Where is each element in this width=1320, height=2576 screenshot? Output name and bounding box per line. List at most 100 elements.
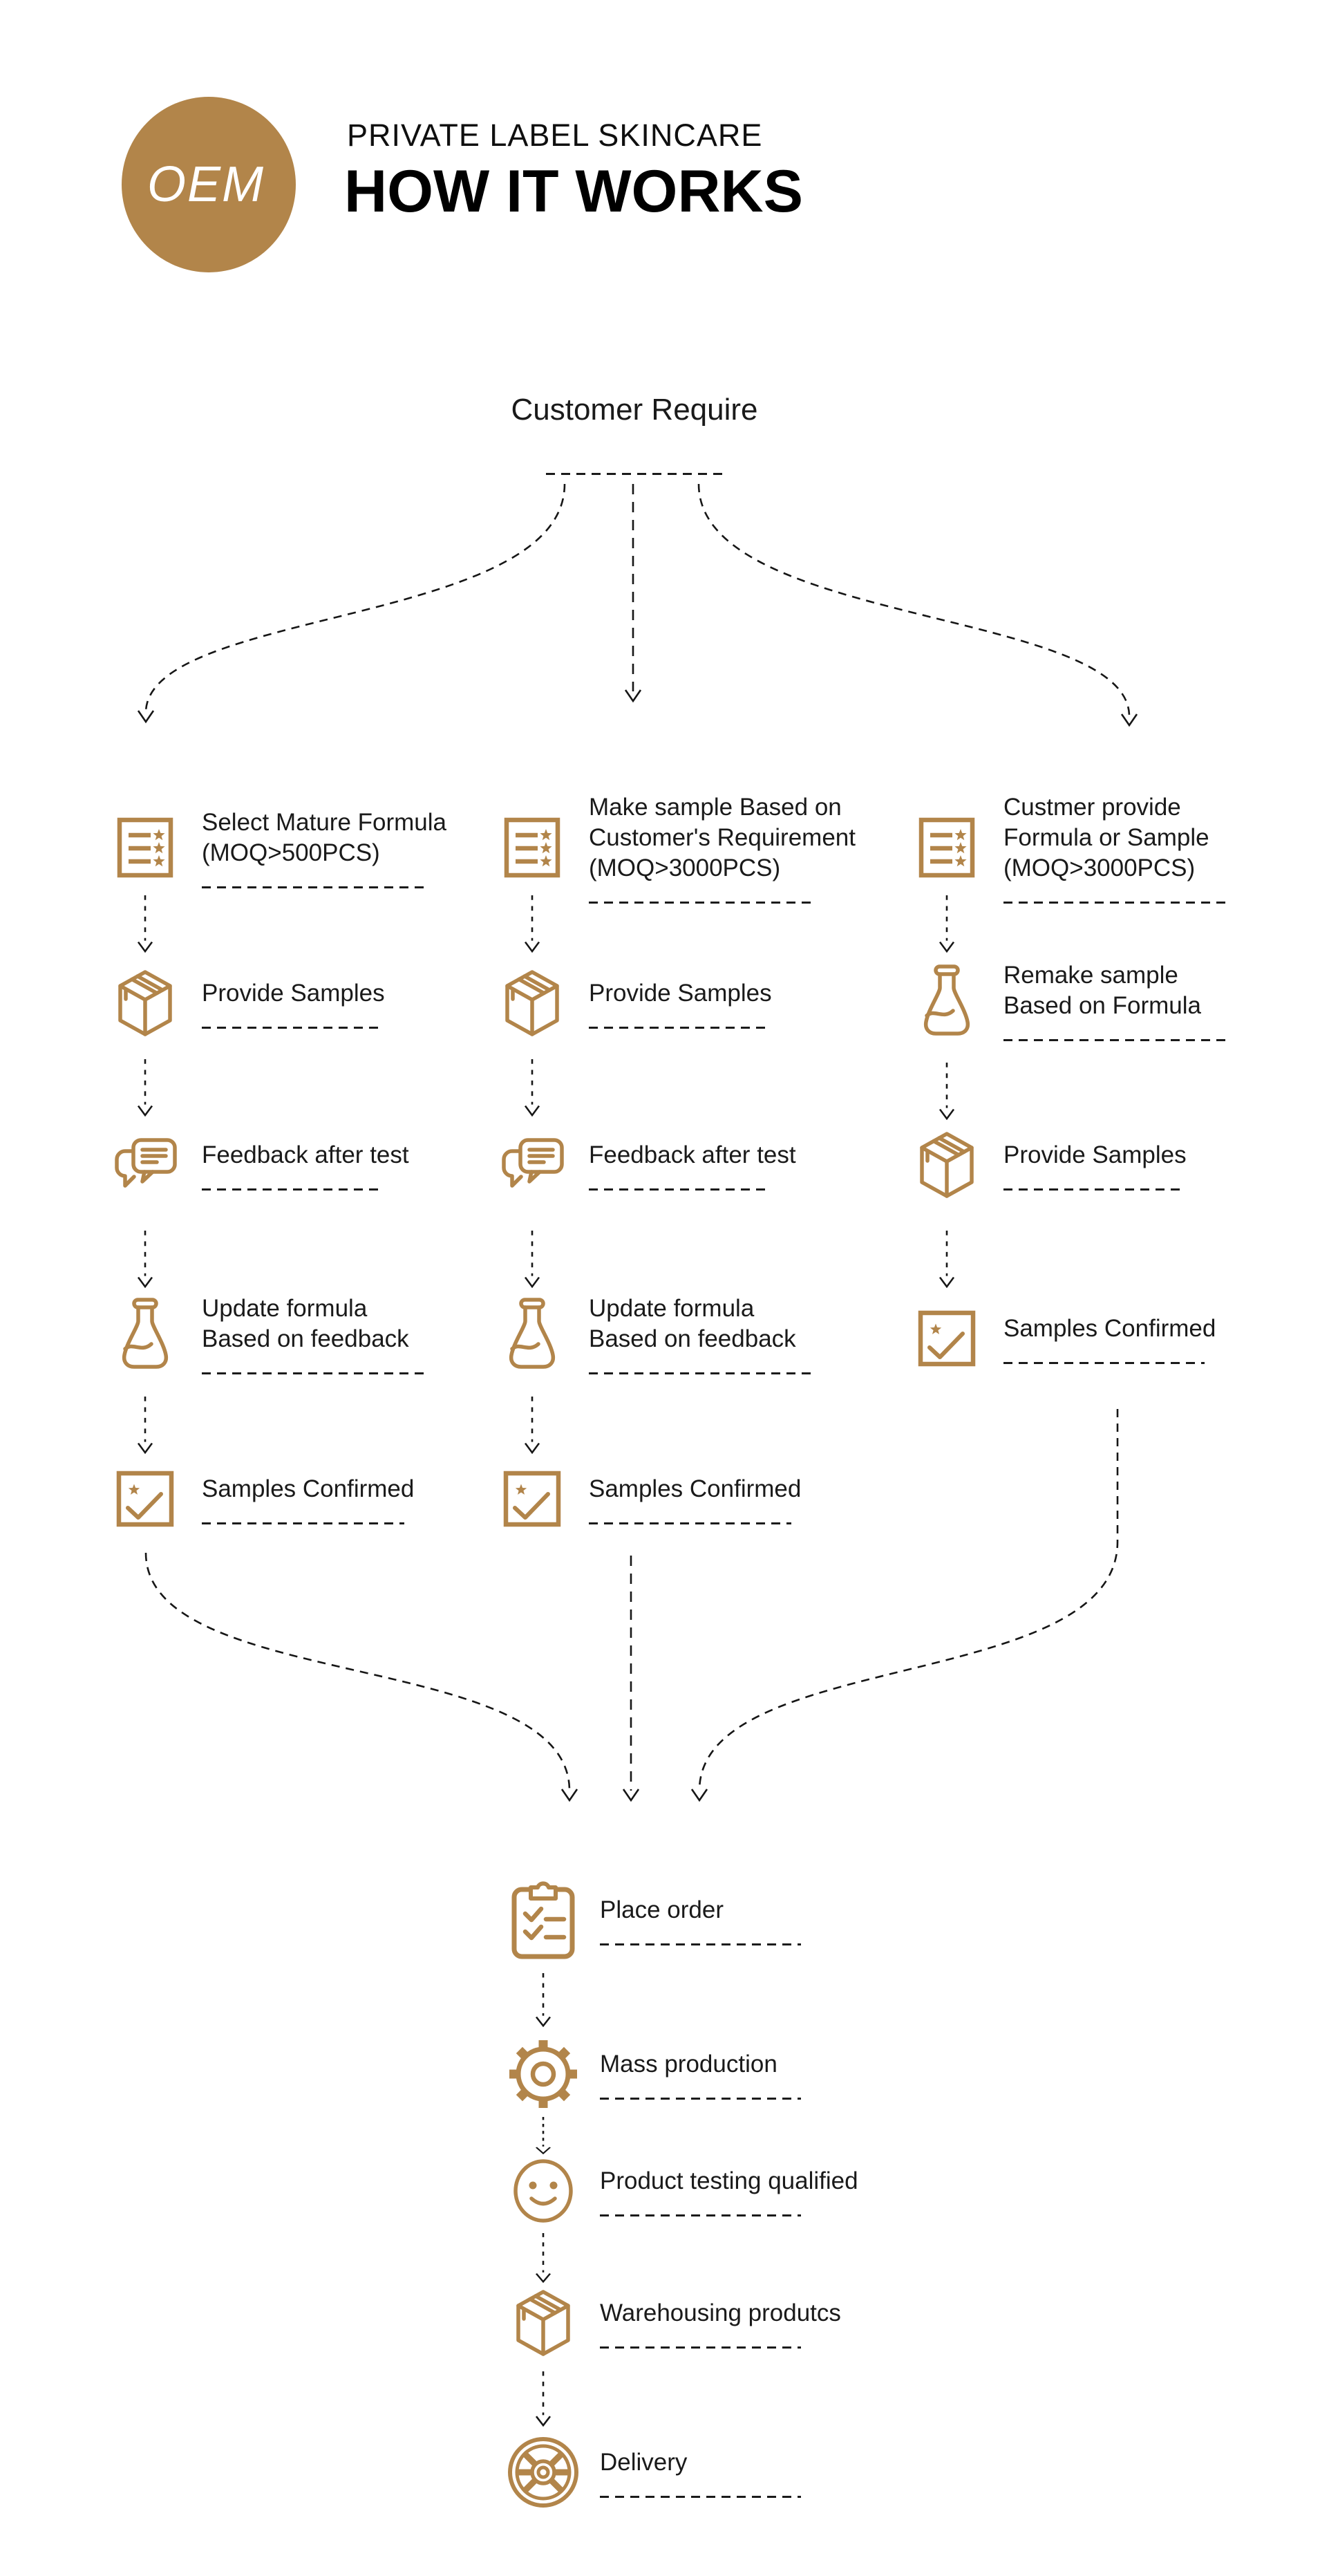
flow-step: Place order [502,1878,801,1961]
flow-step: Mass production [502,2037,801,2111]
dashed-underline [1003,901,1232,904]
step-label: Product testing qualified [600,2167,858,2194]
gear-icon [506,2037,581,2111]
dashed-arrow-down [938,1063,956,1120]
dashed-arrow-down [534,2233,552,2283]
dashed-underline [202,1522,404,1524]
chat-icon [497,1135,567,1195]
wheel-icon [507,2436,580,2509]
flask-icon [504,1297,560,1370]
dashed-arrow-down [938,1231,956,1288]
clipboard-icon [509,1878,577,1961]
dashed-underline [202,1188,381,1191]
dashed-underline [1003,1038,1227,1041]
dashed-arrow-down [523,1397,541,1454]
dashed-arrow-down [523,895,541,953]
dashed-underline [600,2214,801,2216]
step-label: Delivery [600,2448,688,2476]
dashed-underline [600,2495,801,2498]
step-label: Provide Samples [1003,1141,1187,1168]
flow-step: Feedback after test [104,1135,409,1195]
step-label: Warehousing produtcs [600,2299,841,2326]
dashed-underline [589,1188,769,1191]
flask-icon [117,1297,173,1370]
flow-step: Samples Confirmed [104,1468,414,1529]
flow-step: Samples Confirmed [905,1308,1216,1369]
dashed-arrow-down [136,895,154,953]
branch-left-curve [144,483,566,713]
flow-step: Feedback after test [491,1135,796,1195]
flow-step: Select Mature Formula(MOQ>500PCS) [104,809,446,888]
dashed-underline [589,1026,769,1029]
dashed-underline [202,886,430,888]
flow-step: Provide Samples [905,1130,1187,1200]
box-icon [502,968,563,1038]
dashed-underline [589,901,817,904]
step-label: Provide Samples [589,979,772,1007]
dashed-underline [589,1372,817,1374]
step-label: Place order [600,1896,724,1923]
oem-logo-badge: OEM [122,97,296,272]
converge-left-curve [144,1552,571,1791]
check-square-icon [115,1468,176,1529]
dashed-underline [589,1522,791,1524]
list-icon [502,817,563,878]
oem-logo-text: OEM [147,157,265,212]
flow-step: Product testing qualified [502,2158,858,2224]
dashed-arrow-down [136,1059,154,1117]
step-label: Select Mature Formula(MOQ>500PCS) [202,808,447,866]
dashed-arrow-down [523,1059,541,1117]
box-icon [115,968,176,1038]
dashed-arrow-down [938,895,956,953]
page-subtitle: PRIVATE LABEL SKINCARE [347,118,763,153]
dashed-arrow-down [534,1973,552,2027]
flow-step: Warehousing produtcs [502,2288,841,2358]
dashed-arrow-down [534,2371,552,2427]
chat-icon [110,1135,180,1195]
flow-step: Provide Samples [104,968,385,1038]
box-icon [916,1130,977,1200]
branch-right-curve [697,483,1131,716]
dashed-underline [202,1026,381,1029]
flow-step: Samples Confirmed [491,1468,801,1529]
step-label: Feedback after test [202,1141,409,1168]
box-icon [513,2288,574,2358]
step-label: Samples Confirmed [1003,1314,1216,1342]
flask-icon [918,964,975,1037]
step-label: Samples Confirmed [589,1475,802,1502]
flow-step: Provide Samples [491,968,772,1038]
dashed-underline [600,1943,801,1945]
step-label: Samples Confirmed [202,1475,415,1502]
check-square-icon [916,1308,977,1369]
dashed-underline [1003,1361,1205,1364]
converge-right-curve [698,1409,1119,1791]
dashed-underline [1003,1188,1183,1191]
smiley-icon [511,2158,575,2224]
dashed-underline [600,2097,801,2100]
check-square-icon [502,1468,563,1529]
page-title: HOW IT WORKS [344,158,804,225]
dashed-arrow-down [136,1231,154,1288]
root-label: Customer Require [511,393,758,427]
list-icon [916,817,977,878]
dashed-arrow-down [523,1231,541,1288]
root-underline [546,473,723,475]
flow-step: Delivery [502,2436,801,2509]
list-icon [115,817,176,878]
step-label: Feedback after test [589,1141,796,1168]
dashed-underline [202,1372,430,1374]
dashed-underline [600,2346,801,2349]
dashed-arrow-down [136,1397,154,1454]
step-label: Provide Samples [202,979,385,1007]
